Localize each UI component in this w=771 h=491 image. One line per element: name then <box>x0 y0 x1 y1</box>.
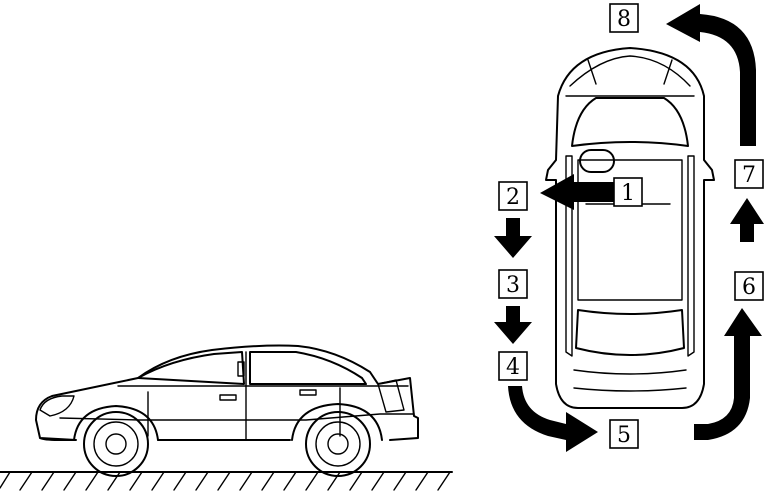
side-view-car <box>0 344 453 491</box>
step-label-2: 2 <box>498 181 528 211</box>
sunroof <box>579 149 615 173</box>
step-3-text: 3 <box>506 273 520 298</box>
step-7-text: 7 <box>742 163 756 188</box>
car-windows <box>137 351 367 385</box>
step-1-text: 1 <box>621 181 635 206</box>
step-arrows <box>494 4 764 452</box>
arrow-6-to-7 <box>730 198 764 242</box>
step-2-text: 2 <box>506 185 520 210</box>
front-wheel <box>73 405 159 477</box>
arrow-5-to-6 <box>694 308 762 440</box>
step-label-8: 8 <box>609 3 639 33</box>
step-label-7: 7 <box>734 159 764 189</box>
step-5-text: 5 <box>617 423 631 448</box>
step-label-5: 5 <box>609 419 639 449</box>
step-4-text: 4 <box>506 355 520 380</box>
top-rear-window <box>575 309 685 356</box>
step-label-1: 1 <box>613 177 643 207</box>
top-windshield <box>571 97 689 147</box>
rear-wheel <box>291 403 383 477</box>
step-label-4: 4 <box>498 351 528 381</box>
arrow-7-to-8 <box>666 4 756 146</box>
arrow-2-to-3 <box>494 218 532 258</box>
arrow-3-to-4 <box>494 306 532 344</box>
step-label-6: 6 <box>734 271 764 301</box>
top-car-outline <box>545 47 715 409</box>
car-body-outline <box>35 344 419 441</box>
step-8-text: 8 <box>617 7 631 32</box>
car-headlight <box>39 395 75 417</box>
top-view-car <box>545 47 715 409</box>
ground <box>0 471 453 491</box>
step-6-text: 6 <box>742 275 756 300</box>
arrow-1-to-2 <box>540 174 616 210</box>
step-label-3: 3 <box>498 269 528 299</box>
arrow-4-to-5 <box>508 386 598 452</box>
